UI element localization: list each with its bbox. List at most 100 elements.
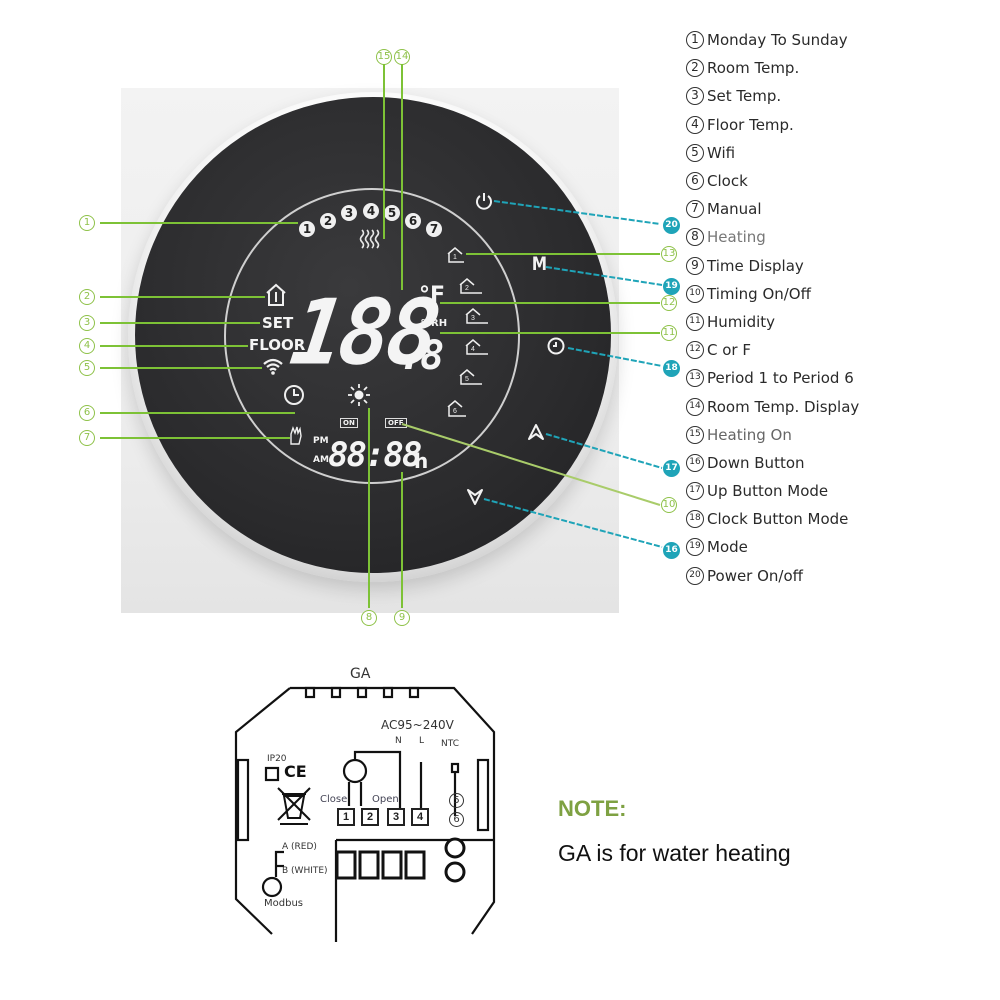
period-4-icon: 4: [464, 338, 488, 356]
power-button[interactable]: [474, 191, 494, 216]
unit-fahrenheit: °F: [419, 283, 446, 308]
period-6-icon: 6: [446, 399, 466, 417]
live-label: L: [419, 736, 425, 746]
floor-label: FLOOR: [249, 336, 306, 354]
mode-button[interactable]: M: [531, 253, 548, 275]
period-5-icon: 5: [458, 368, 482, 386]
terminal-1: 1: [337, 808, 355, 826]
wiring-diagram: [232, 684, 512, 949]
timing-off-label: OFF: [385, 418, 407, 428]
callout-11: 11: [661, 325, 677, 341]
callout-4: 4: [79, 338, 95, 354]
callout-20: 20: [663, 217, 680, 234]
neutral-label: N: [395, 736, 402, 746]
terminal-4: 4: [411, 808, 429, 826]
callout-line-11: [440, 332, 660, 334]
callout-line-16: [482, 497, 667, 557]
callout-line-4: [100, 345, 248, 347]
up-arrow-icon: [528, 424, 544, 440]
callout-line-7: [100, 437, 290, 439]
ntc-label: NTC: [441, 739, 459, 749]
temp-decimal-display: .8: [398, 333, 444, 379]
period-3-icon: 3: [464, 307, 488, 325]
svg-text:4: 4: [471, 346, 475, 353]
period-1-icon: 1: [446, 246, 466, 264]
callout-17: 17: [663, 460, 680, 477]
modbus-b-label: B (WHITE): [282, 866, 328, 876]
clock-button-icon: [547, 337, 565, 355]
am-label: AM: [313, 455, 329, 465]
terminal-2: 2: [361, 808, 379, 826]
callout-line-13: [466, 253, 660, 255]
callout-line-3: [100, 322, 260, 324]
callout-12: 12: [661, 295, 677, 311]
lcd-display-ring: [224, 188, 520, 484]
hours-unit-label: h: [414, 449, 429, 473]
callout-3: 3: [79, 315, 95, 331]
time-display: 88:88: [328, 435, 422, 475]
up-button[interactable]: [526, 423, 546, 446]
callout-line-1: [100, 222, 298, 224]
clock-icon: [283, 384, 305, 411]
callout-line-15: [383, 64, 385, 239]
callout-1: 1: [79, 215, 95, 231]
callout-19: 19: [663, 278, 680, 295]
sun-icon: [348, 384, 370, 411]
period-2-icon: 2: [458, 277, 482, 295]
humidity-label: %RH: [421, 318, 448, 329]
callout-7: 7: [79, 430, 95, 446]
svg-text:5: 5: [465, 376, 469, 383]
callout-9: 9: [394, 610, 410, 626]
clock-button[interactable]: [546, 336, 566, 361]
callout-line-12: [440, 302, 660, 304]
callout-6: 6: [79, 405, 95, 421]
day-indicator-5: 5: [384, 205, 400, 221]
svg-text:6: 6: [453, 408, 457, 415]
note-title: NOTE:: [558, 796, 627, 821]
close-label: Close: [320, 794, 348, 805]
day-indicator-2: 2: [320, 213, 336, 229]
callout-line-18: [566, 346, 666, 376]
callout-14: 14: [394, 49, 410, 65]
day-indicator-1: 1: [299, 221, 315, 237]
open-label: Open: [372, 794, 399, 805]
callout-18: 18: [663, 360, 680, 377]
hand-icon: [288, 424, 304, 451]
set-label: SET: [262, 314, 294, 332]
callout-line-6: [100, 412, 295, 414]
callout-line-19: [544, 265, 666, 295]
callout-15: 15: [376, 49, 392, 65]
ce-mark: CE: [284, 762, 307, 781]
wifi-icon: [262, 357, 284, 380]
timing-on-label: ON: [340, 418, 358, 428]
callout-line-5: [100, 367, 262, 369]
callout-line-2: [100, 296, 265, 298]
day-indicator-4: 4: [363, 203, 379, 219]
callout-5: 5: [79, 360, 95, 376]
svg-text:3: 3: [471, 315, 475, 322]
callout-13: 13: [661, 246, 677, 262]
heat-waves-icon: [359, 228, 381, 255]
callout-8: 8: [361, 610, 377, 626]
terminal-3: 3: [387, 808, 405, 826]
ntc-terminal-5: 5: [449, 793, 464, 808]
ntc-terminal-6: 6: [449, 812, 464, 827]
callout-line-20: [490, 198, 665, 233]
voltage-label: AC95~240V: [381, 718, 454, 732]
down-button[interactable]: [465, 488, 485, 511]
svg-text:1: 1: [453, 254, 457, 261]
callout-2: 2: [79, 289, 95, 305]
model-label: GA: [350, 666, 371, 682]
